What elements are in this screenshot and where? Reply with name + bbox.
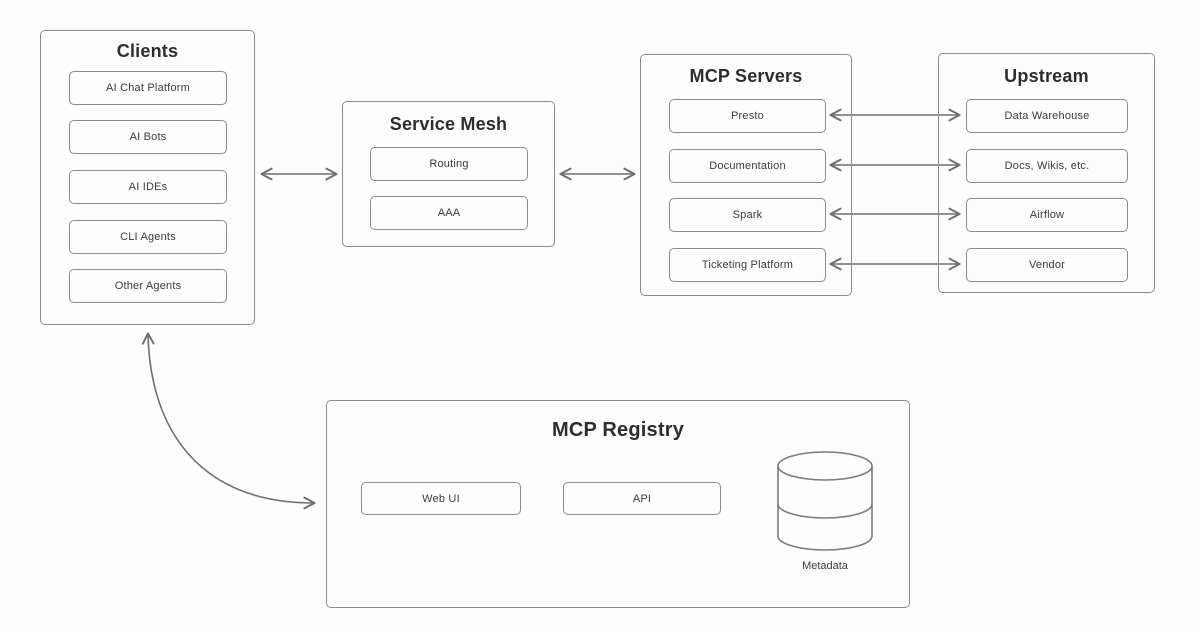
node-api: API xyxy=(563,482,721,515)
node-data-warehouse: Data Warehouse xyxy=(966,99,1128,133)
mcp-servers-title: MCP Servers xyxy=(689,66,803,86)
mcp-registry-title: MCP Registry xyxy=(551,419,685,441)
upstream-group: Upstream Data Warehouse Docs, Wikis, etc… xyxy=(938,53,1155,293)
service-mesh-group: Service Mesh Routing AAA xyxy=(342,101,555,247)
node-docs-wikis: Docs, Wikis, etc. xyxy=(966,149,1128,183)
upstream-title: Upstream xyxy=(1004,66,1089,86)
node-ai-bots: AI Bots xyxy=(69,120,227,154)
clients-group: Clients AI Chat Platform AI Bots AI IDEs… xyxy=(40,30,255,325)
node-routing: Routing xyxy=(370,147,528,181)
node-presto: Presto xyxy=(669,99,826,133)
mcp-registry-group: MCP Registry Web UI API xyxy=(326,400,910,608)
node-cli-agents: CLI Agents xyxy=(69,220,227,254)
metadata-label: Metadata xyxy=(802,560,848,572)
node-aaa: AAA xyxy=(370,196,528,230)
node-other-agents: Other Agents xyxy=(69,269,227,303)
arrow-clients-mcpregistry xyxy=(141,332,316,510)
node-web-ui: Web UI xyxy=(361,482,521,515)
mcp-servers-group: MCP Servers Presto Documentation Spark T… xyxy=(640,54,852,296)
node-ai-ides: AI IDEs xyxy=(69,170,227,204)
clients-title: Clients xyxy=(116,41,179,61)
node-vendor: Vendor xyxy=(966,248,1128,282)
node-airflow: Airflow xyxy=(966,198,1128,232)
node-spark: Spark xyxy=(669,198,826,232)
node-documentation: Documentation xyxy=(669,149,826,183)
node-ticketing-platform: Ticketing Platform xyxy=(669,248,826,282)
node-ai-chat-platform: AI Chat Platform xyxy=(69,71,227,105)
service-mesh-title: Service Mesh xyxy=(389,114,508,134)
